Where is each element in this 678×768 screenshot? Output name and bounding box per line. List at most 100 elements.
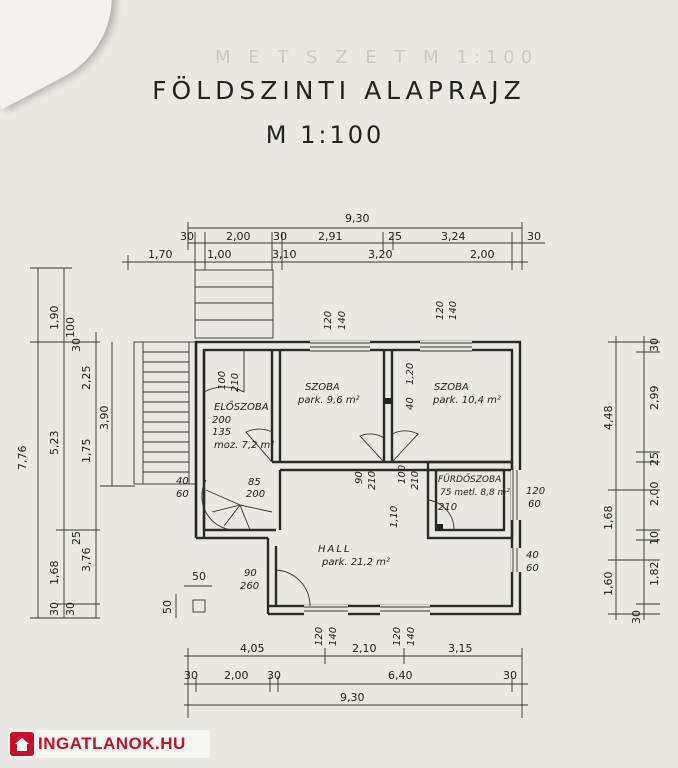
dim-right-c1-3: 1,60 bbox=[602, 572, 615, 597]
d-stair-200: 200 bbox=[246, 489, 265, 500]
dim-top-r1-5: 25 bbox=[388, 230, 402, 243]
w-hall-right-60: 60 bbox=[526, 563, 539, 574]
w-top-right-140: 140 bbox=[448, 301, 459, 320]
house-logo-icon bbox=[10, 732, 34, 756]
dim-left-c2-3: 2,25 bbox=[80, 366, 93, 391]
dim-right-c2-1: 30 bbox=[648, 338, 661, 352]
dim-bottom-r2-1: 30 bbox=[184, 669, 198, 682]
dim-bottom-r2-3: 30 bbox=[267, 669, 281, 682]
d-bath-110: 1,10 bbox=[389, 506, 400, 528]
w-szoba2-side-40: 40 bbox=[405, 397, 416, 410]
w-top-left-120: 120 bbox=[323, 311, 334, 330]
dim-top-r1-2: 2,00 bbox=[226, 230, 251, 243]
room-szoba2-name: SZOBA bbox=[434, 382, 469, 393]
d-szoba1-90: 90 bbox=[354, 471, 365, 484]
dim-right-c2-3: 25 bbox=[648, 452, 661, 466]
opening-labels: 120 140 120 140 100 210 85 200 90 210 10… bbox=[161, 301, 545, 646]
plan-title: FÖLDSZINTI ALAPRAJZ bbox=[152, 76, 526, 105]
top-dimensions: 9,30 30 2,00 30 2,91 25 3,24 30 1,70 1,0… bbox=[122, 212, 545, 270]
dim-right-c1-2: 1,68 bbox=[602, 506, 615, 531]
chimney-50-h: 50 bbox=[192, 570, 206, 583]
room-furdo-floor: 75 metl. 8,8 m² bbox=[440, 488, 510, 498]
dim-top-r2-2: 1,00 bbox=[207, 248, 232, 261]
w-top-left-140: 140 bbox=[337, 311, 348, 330]
dim-left-c1-1: 1,90 bbox=[48, 306, 61, 331]
dim-bottom-total: 9,30 bbox=[340, 691, 365, 704]
d-szoba2-100: 100 bbox=[397, 465, 408, 484]
dim-top-total: 9,30 bbox=[345, 212, 370, 225]
eloszoba-dim-135: 135 bbox=[212, 427, 231, 438]
d-entry-260: 260 bbox=[240, 581, 259, 592]
dim-top-r1-4: 2,91 bbox=[318, 230, 343, 243]
chimney-50-v: 50 bbox=[161, 600, 174, 614]
dim-left-c2-7: 30 bbox=[64, 602, 77, 616]
outer-stairs: 40 60 bbox=[133, 269, 274, 500]
room-szoba1-name: SZOBA bbox=[305, 382, 340, 393]
dim-top-r1-7: 30 bbox=[527, 230, 541, 243]
bottom-dimensions: 4,05 2,10 3,15 30 2,00 30 6,40 30 9,30 bbox=[184, 642, 528, 718]
dim-top-r2-5: 2,00 bbox=[470, 248, 495, 261]
room-eloszoba-name: ELŐSZOBA bbox=[214, 399, 269, 413]
dim-left-c1-4: 30 bbox=[48, 602, 61, 616]
dim-left-c2-4: 1,75 bbox=[80, 439, 93, 464]
w-top-right-120: 120 bbox=[435, 301, 446, 320]
right-dimensions: 4,48 1,68 1,60 30 2,99 25 2,00 10 1,82 3… bbox=[602, 336, 661, 624]
d-stair-85: 85 bbox=[248, 477, 261, 488]
dim-bottom-r2-4: 6,40 bbox=[388, 669, 413, 682]
dim-left-c3-1: 3,90 bbox=[98, 406, 111, 431]
dim-top-r1-3: 30 bbox=[273, 230, 287, 243]
bath-door-210: 210 bbox=[438, 502, 457, 513]
left-dimensions: 7,76 1,90 5,23 1,68 30 30 100 2,25 1,75 … bbox=[16, 267, 135, 619]
dim-top-r2-4: 3,20 bbox=[368, 248, 393, 261]
room-szoba2-floor: park. 10,4 m² bbox=[432, 395, 501, 406]
dim-left-outer: 7,76 bbox=[16, 446, 29, 471]
dim-bottom-r2-5: 30 bbox=[503, 669, 517, 682]
dim-left-c1-3: 1,68 bbox=[48, 561, 61, 586]
dim-left-c2-1: 30 bbox=[70, 338, 83, 352]
w-bottom-right-140: 140 bbox=[406, 627, 417, 646]
room-eloszoba-floor: moz. 7,2 m² bbox=[214, 440, 274, 451]
watermark-text: INGATLANOK.HU bbox=[38, 734, 186, 753]
dim-left-c2-5: 25 bbox=[70, 531, 83, 545]
eloszoba-dim-200: 200 bbox=[212, 415, 231, 426]
w-bath-right-60: 60 bbox=[528, 499, 541, 510]
d-szoba1-210: 210 bbox=[367, 471, 378, 490]
dim-bottom-r1-1: 4,05 bbox=[240, 642, 265, 655]
stair-40: 40 bbox=[176, 476, 189, 487]
d-eloszoba-210: 210 bbox=[230, 373, 241, 392]
dim-left-c2-2: 100 bbox=[64, 317, 77, 338]
ghost-section-title: M E T S Z E T M 1:100 bbox=[215, 47, 538, 68]
dim-right-c2-4: 2,00 bbox=[648, 482, 661, 507]
plan-scale: M 1:100 bbox=[265, 121, 385, 149]
dim-top-r2-1: 1,70 bbox=[148, 248, 173, 261]
dim-bottom-r1-3: 3,15 bbox=[448, 642, 473, 655]
stair-60-text: 60 bbox=[176, 489, 189, 500]
room-hall-name: HALL bbox=[318, 544, 352, 555]
room-szoba1-floor: park. 9,6 m² bbox=[297, 395, 360, 406]
walls bbox=[192, 340, 522, 616]
room-hall-floor: park. 21,2 m² bbox=[321, 557, 390, 568]
room-labels: ELŐSZOBA 200 135 moz. 7,2 m² SZOBA park.… bbox=[212, 382, 510, 568]
dim-right-c1-1: 4,48 bbox=[602, 406, 615, 431]
door-swings bbox=[201, 350, 455, 607]
dim-top-r1-1: 30 bbox=[180, 230, 194, 243]
dim-left-c1-2: 5,23 bbox=[48, 431, 61, 456]
dim-right-c2-6: 1,82 bbox=[648, 562, 661, 587]
w-hall-right-40: 40 bbox=[526, 550, 539, 561]
d-entry-90: 90 bbox=[244, 568, 257, 579]
w-bath-right-120: 120 bbox=[526, 486, 545, 497]
w-bottom-left-140: 140 bbox=[328, 627, 339, 646]
dim-right-c2-5: 10 bbox=[648, 531, 661, 545]
dim-bottom-r1-2: 2,10 bbox=[352, 642, 377, 655]
room-furdo-name: FÜRDŐSZOBA bbox=[438, 474, 501, 485]
dim-bottom-r2-2: 2,00 bbox=[224, 669, 249, 682]
dim-right-c2-7: 30 bbox=[630, 610, 643, 624]
dim-right-c2-2: 2,99 bbox=[648, 386, 661, 411]
dim-top-r2-3: 3,10 bbox=[272, 248, 297, 261]
d-eloszoba-100: 100 bbox=[217, 371, 228, 390]
watermark: INGATLANOK.HU bbox=[8, 730, 210, 758]
w-szoba2-side-120: 1,20 bbox=[405, 363, 416, 385]
dim-left-c2-6: 3,76 bbox=[80, 548, 93, 573]
d-szoba2-210: 210 bbox=[410, 471, 421, 490]
